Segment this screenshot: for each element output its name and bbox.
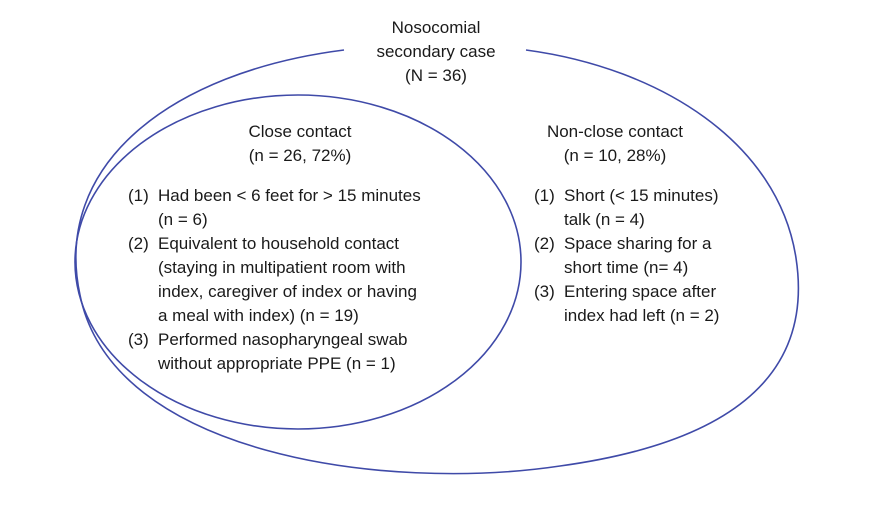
item-number: (1) <box>534 186 555 205</box>
item-text-line: Performed nasopharyngeal swab <box>158 330 408 349</box>
item-text-line: index had left (n = 2) <box>564 306 720 325</box>
item-number: (3) <box>534 282 555 301</box>
inner-ellipse-close-contact <box>74 94 522 430</box>
item-text-line: Space sharing for a <box>564 234 712 253</box>
item-text-line: Entering space after <box>564 282 717 301</box>
item-text-line: without appropriate PPE (n = 1) <box>158 354 396 373</box>
outer-ellipse-nosocomial <box>75 49 800 475</box>
item-number: (1) <box>128 186 149 205</box>
item-text-line: Short (< 15 minutes) <box>564 186 719 205</box>
list-item: (3) Performed nasopharyngeal swab withou… <box>128 328 421 376</box>
list-item: (3) Entering space after index had left … <box>534 280 719 328</box>
item-number: (3) <box>128 330 149 349</box>
non-close-contact-title-line: (n = 10, 28%) <box>563 146 667 165</box>
close-contact-list: (1) Had been < 6 feet for > 15 minutes (… <box>128 184 421 376</box>
list-item: (2) Equivalent to household contact (sta… <box>128 232 421 328</box>
non-close-contact-title: Non-close contact (n = 10, 28%) <box>520 120 710 168</box>
item-text-line: (staying in multipatient room with <box>158 258 406 277</box>
close-contact-title: Close contact (n = 26, 72%) <box>205 120 395 168</box>
item-number: (2) <box>534 234 555 253</box>
item-text-line: (n = 6) <box>158 210 208 229</box>
list-item: (2) Space sharing for a short time (n= 4… <box>534 232 719 280</box>
item-text-line: Equivalent to household contact <box>158 234 400 253</box>
non-close-contact-list: (1) Short (< 15 minutes) talk (n = 4) (2… <box>534 184 719 328</box>
item-text-line: a meal with index) (n = 19) <box>158 306 359 325</box>
item-text-line: short time (n= 4) <box>564 258 689 277</box>
close-contact-title-line: (n = 26, 72%) <box>248 146 352 165</box>
outer-title-line: Nosocomial <box>391 18 481 37</box>
list-item: (1) Had been < 6 feet for > 15 minutes (… <box>128 184 421 232</box>
outer-title-line: secondary case <box>376 42 496 61</box>
close-contact-title-line: Close contact <box>248 122 352 141</box>
item-number: (2) <box>128 234 149 253</box>
item-text-line: talk (n = 4) <box>564 210 645 229</box>
item-text-line: Had been < 6 feet for > 15 minutes <box>158 186 421 205</box>
outer-title-line: (N = 36) <box>405 66 467 85</box>
item-text-line: index, caregiver of index or having <box>158 282 417 301</box>
outer-title: Nosocomial secondary case (N = 36) <box>344 16 528 88</box>
non-close-contact-title-line: Non-close contact <box>546 122 684 141</box>
list-item: (1) Short (< 15 minutes) talk (n = 4) <box>534 184 719 232</box>
